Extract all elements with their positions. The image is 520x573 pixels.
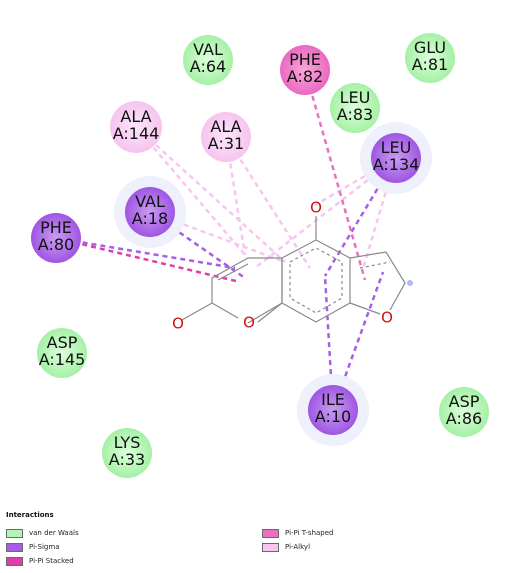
legend-swatch xyxy=(6,542,23,552)
legend-swatch xyxy=(6,556,23,566)
svg-text:A:144: A:144 xyxy=(113,124,160,143)
atom-label-ring-o: O xyxy=(243,314,255,332)
svg-text:A:64: A:64 xyxy=(190,57,226,76)
svg-text:PHE: PHE xyxy=(40,218,72,237)
interaction-line-leu134 xyxy=(314,156,397,207)
legend-label: Pi-Alkyl xyxy=(285,543,311,551)
residue-leu-a134[interactable]: LEU A:134 xyxy=(360,122,432,194)
legend-label: van der Waals xyxy=(29,529,79,537)
legend-item-pi-pi-stacked: Pi-Pi Stacked xyxy=(6,555,74,567)
svg-text:A:86: A:86 xyxy=(446,409,482,428)
svg-text:ASP: ASP xyxy=(47,333,78,352)
atom-label-hydroxyl-o: O xyxy=(310,199,322,217)
svg-text:ILE: ILE xyxy=(321,390,345,409)
svg-text:A:10: A:10 xyxy=(315,407,351,426)
svg-text:A:81: A:81 xyxy=(412,55,448,74)
svg-text:A:31: A:31 xyxy=(208,134,244,153)
residue-phe-a82[interactable]: PHE A:82 xyxy=(280,45,330,95)
legend-label: Pi-Sigma xyxy=(29,543,60,551)
legend-label: Pi-Pi Stacked xyxy=(29,557,74,565)
svg-text:A:145: A:145 xyxy=(39,350,86,369)
legend-item-van-der-waals: van der Waals xyxy=(6,527,79,539)
svg-text:LYS: LYS xyxy=(114,433,141,452)
svg-text:GLU: GLU xyxy=(414,38,446,57)
residue-asp-a145[interactable]: ASP A:145 xyxy=(37,328,87,378)
interaction-line-ala31 xyxy=(224,136,312,269)
svg-text:A:82: A:82 xyxy=(287,67,323,86)
residue-ala-a31[interactable]: ALA A:31 xyxy=(201,112,251,162)
interaction-line-val18 xyxy=(149,210,286,264)
svg-text:A:83: A:83 xyxy=(337,105,373,124)
residue-ala-a144[interactable]: ALA A:144 xyxy=(110,101,162,153)
residue-lys-a33[interactable]: LYS A:33 xyxy=(102,428,152,478)
interaction-line-phe80 xyxy=(55,236,236,270)
interaction-line-phe80 xyxy=(55,236,241,284)
legend: Interactions van der Waals Pi-Sigma Pi-P… xyxy=(0,505,520,573)
residue-val-a18[interactable]: VAL A:18 xyxy=(114,176,186,248)
residue-ile-a10[interactable]: ILE A:10 xyxy=(297,374,369,446)
svg-text:ASP: ASP xyxy=(449,392,480,411)
interaction-line-phe82 xyxy=(303,69,367,281)
svg-text:A:134: A:134 xyxy=(373,155,420,174)
legend-item-pi-pi-t-shaped: Pi-Pi T-shaped xyxy=(262,527,334,539)
residue-asp-a86[interactable]: ASP A:86 xyxy=(439,387,489,437)
svg-text:LEU: LEU xyxy=(340,88,371,107)
atom-label-carbonyl-o: O xyxy=(172,315,184,333)
svg-text:A:18: A:18 xyxy=(132,209,168,228)
interaction-diagram: O O O O VAL A:64 PHE A:82 GLU A:81 LEU A… xyxy=(31,33,489,478)
residue-leu-a83[interactable]: LEU A:83 xyxy=(330,83,380,133)
legend-item-pi-sigma: Pi-Sigma xyxy=(6,541,59,553)
svg-text:PHE: PHE xyxy=(289,50,321,69)
svg-text:A:80: A:80 xyxy=(38,235,74,254)
legend-item-pi-alkyl: Pi-Alkyl xyxy=(262,541,310,553)
legend-swatch xyxy=(6,528,23,538)
atom-label-furan-o: O xyxy=(381,309,393,327)
legend-swatch xyxy=(262,542,279,552)
svg-text:VAL: VAL xyxy=(193,40,223,59)
legend-label: Pi-Pi T-shaped xyxy=(285,529,334,537)
svg-text:ALA: ALA xyxy=(210,117,241,136)
interaction-line-ile10 xyxy=(331,271,385,411)
svg-text:A:33: A:33 xyxy=(109,450,145,469)
svg-text:ALA: ALA xyxy=(120,107,151,126)
residue-glu-a81[interactable]: GLU A:81 xyxy=(405,33,455,83)
ligand-structure xyxy=(181,216,413,324)
interaction-line-ala144 xyxy=(135,126,246,256)
residue-phe-a80[interactable]: PHE A:80 xyxy=(31,213,81,263)
interaction-line-ala144 xyxy=(135,126,286,263)
svg-text:LEU: LEU xyxy=(381,138,412,157)
residue-val-a64[interactable]: VAL A:64 xyxy=(183,35,233,85)
legend-title: Interactions xyxy=(6,511,54,519)
legend-swatch xyxy=(262,528,279,538)
svg-text:VAL: VAL xyxy=(135,192,165,211)
